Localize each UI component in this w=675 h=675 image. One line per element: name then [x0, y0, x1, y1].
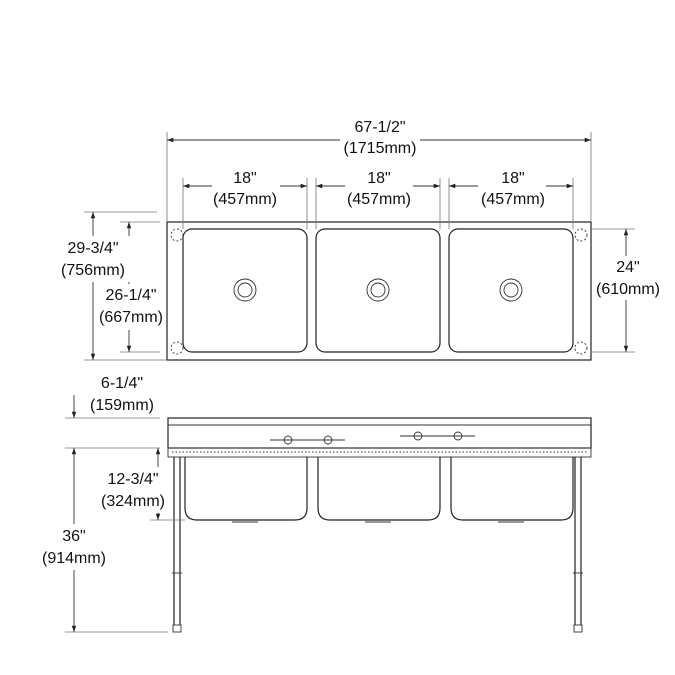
- leg-corner-icon: [574, 228, 588, 242]
- bowl-2-width-mm-label: (457mm): [347, 191, 411, 208]
- bowl-2-front: [317, 457, 441, 521]
- drain-3-icon: [499, 278, 523, 302]
- bowl-3-width-label: 18": [501, 170, 524, 187]
- sink-top-outline: [166, 221, 592, 361]
- right-leg: [573, 457, 583, 633]
- bowl-1-width-mm-label: (457mm): [213, 191, 277, 208]
- overall-width-mm-label: (1715mm): [344, 140, 417, 157]
- leg-corner-icon: [574, 341, 588, 355]
- overall-width-label: 67-1/2": [354, 119, 405, 136]
- drain-2-icon: [366, 278, 390, 302]
- overall-depth-label: 29-3/4": [67, 240, 118, 257]
- bowl-1-front: [184, 457, 308, 521]
- working-height-mm-label: (914mm): [42, 550, 106, 567]
- bowl-3-width-mm-label: (457mm): [481, 191, 545, 208]
- bowl-front-back-label: 24": [616, 259, 639, 276]
- bowl-front-back-mm-label: (610mm): [596, 281, 660, 298]
- front-view: [65, 395, 592, 633]
- bowl-depth-mm-label: (324mm): [101, 493, 165, 510]
- working-height-label: 36": [62, 528, 85, 545]
- bowl-1-top: [182, 228, 308, 353]
- overall-depth-mm-label: (756mm): [61, 262, 125, 279]
- bowl-1-width-label: 18": [233, 170, 256, 187]
- faucet-holes-icon: [270, 431, 475, 445]
- bowl-2-width-label: 18": [367, 170, 390, 187]
- backsplash: [167, 417, 592, 449]
- backsplash-height-mm-label: (159mm): [90, 397, 154, 414]
- leg-corner-icon: [170, 228, 184, 242]
- inner-depth-mm-label: (667mm): [99, 309, 163, 326]
- dimension-labels: 67-1/2" (1715mm) 18" (457mm) 18" (457mm)…: [36, 116, 666, 570]
- backsplash-height-label: 6-1/4": [101, 375, 143, 392]
- top-view: [84, 132, 635, 361]
- bowl-3-top: [448, 228, 574, 353]
- bowl-3-front: [450, 457, 574, 521]
- drain-1-icon: [233, 278, 257, 302]
- bowl-2-top: [315, 228, 441, 353]
- inner-depth-label: 26-1/4": [105, 287, 156, 304]
- leg-corner-icon: [170, 341, 184, 355]
- left-leg: [172, 457, 182, 633]
- bowl-depth-label: 12-3/4": [107, 471, 158, 488]
